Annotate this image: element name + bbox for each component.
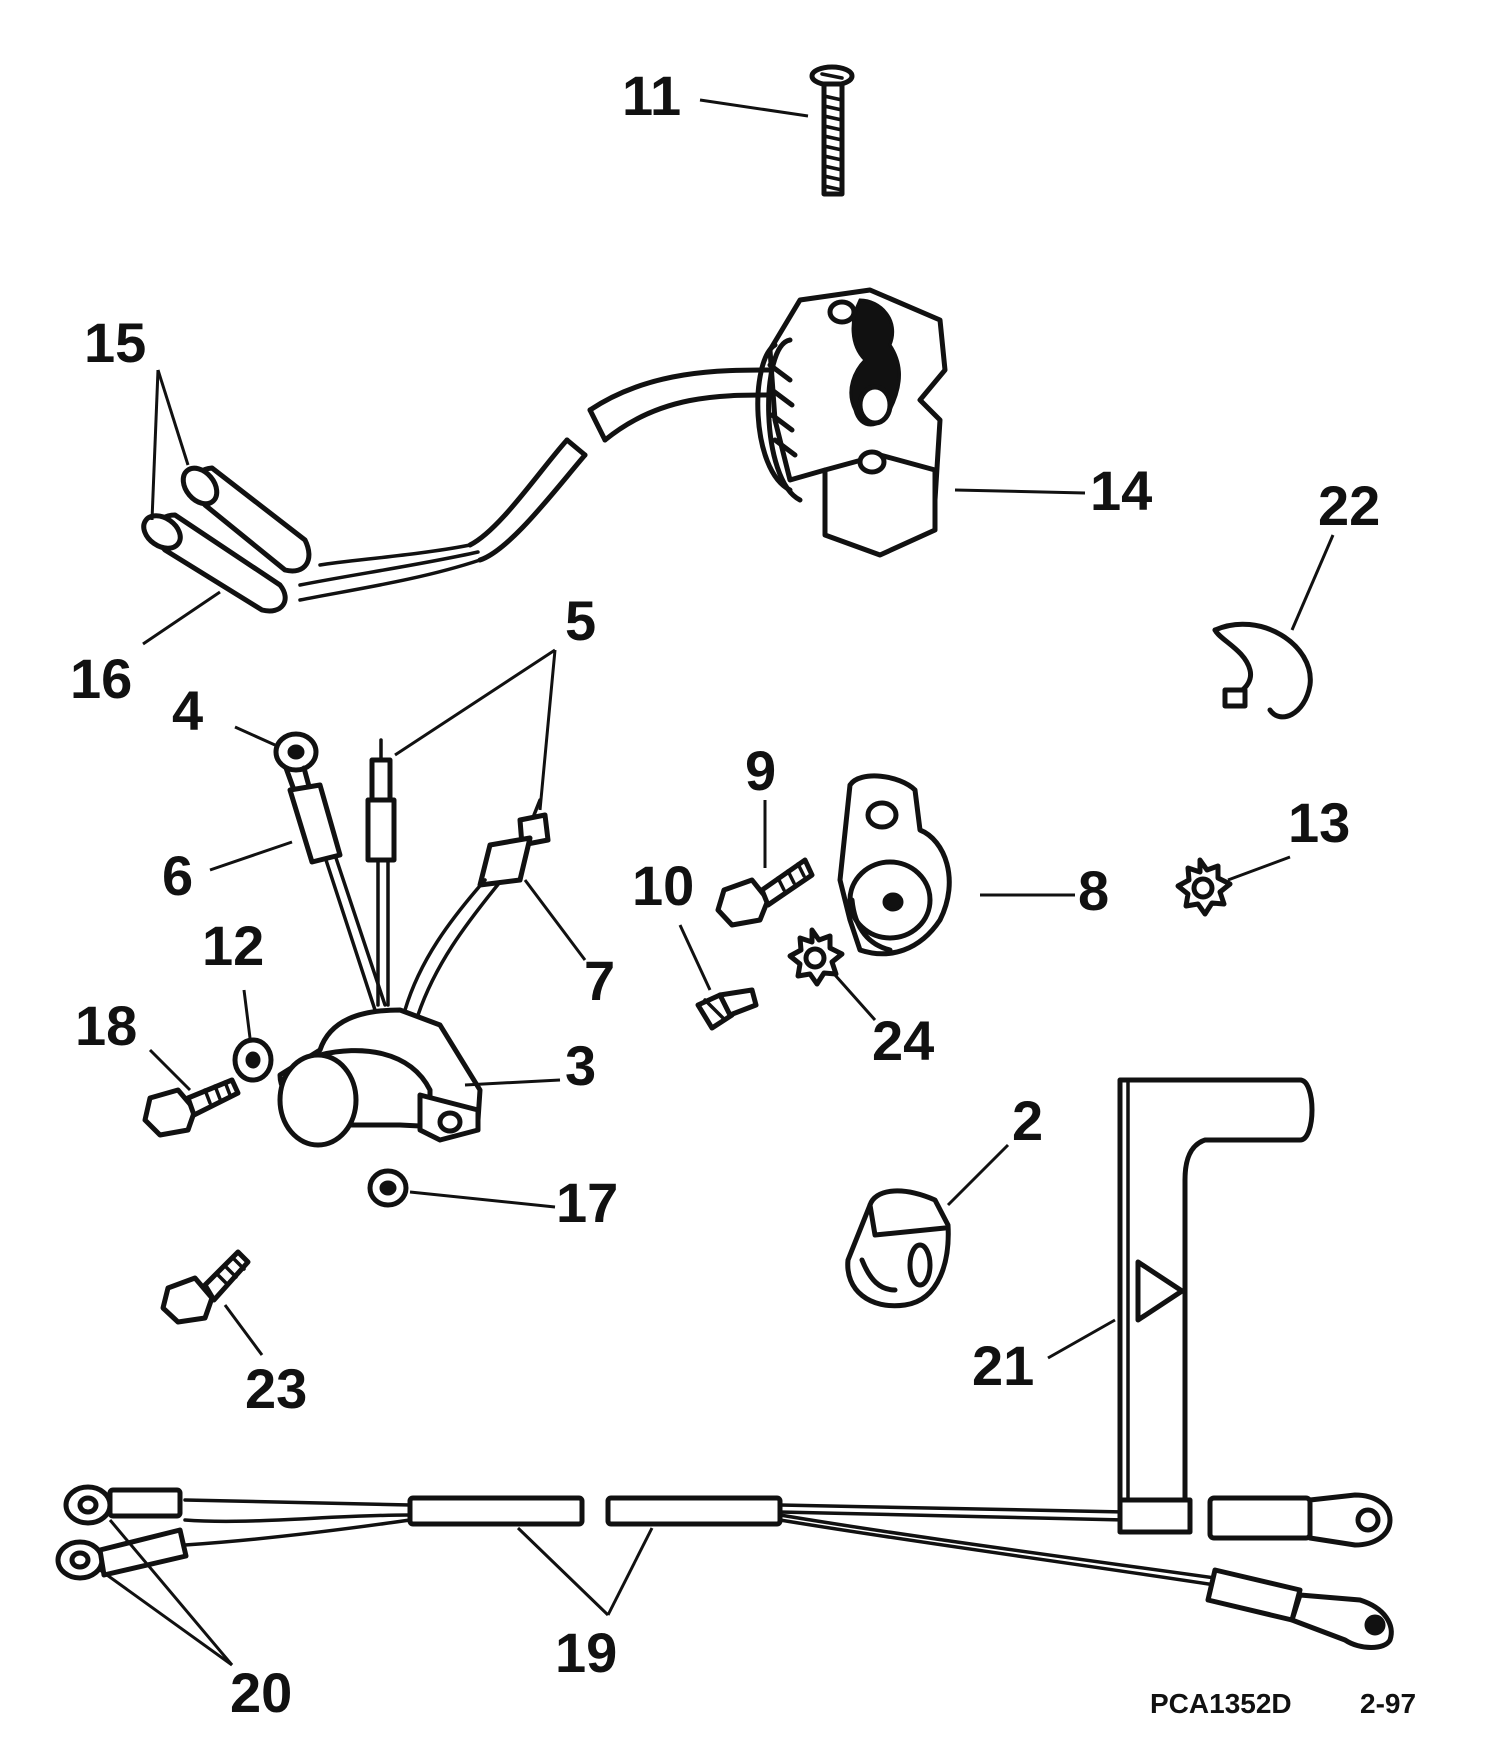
callout-3: 3 <box>565 1034 596 1097</box>
callout-15: 15 <box>84 311 146 374</box>
part-14-coil <box>755 287 948 558</box>
part-4-ring-terminal <box>273 731 319 793</box>
callout-9: 9 <box>745 739 776 802</box>
callout-16: 16 <box>70 647 132 710</box>
part-5-spade-connectors <box>365 738 551 1007</box>
drawing-footer: PCA1352D 2-97 <box>1150 1688 1416 1719</box>
callout-20: 20 <box>230 1661 292 1724</box>
part-9-bolt <box>715 857 815 928</box>
part-18-bolt <box>142 1077 241 1138</box>
callout-13: 13 <box>1288 791 1350 854</box>
callout-6: 6 <box>162 844 193 907</box>
callout-2: 2 <box>1012 1089 1043 1152</box>
callout-14: 14 <box>1090 459 1152 522</box>
part-11-screw <box>809 64 855 197</box>
callout-22: 22 <box>1318 474 1380 537</box>
part-22-clip <box>1212 621 1313 720</box>
part-7-lead <box>403 878 502 1017</box>
part-17-nut <box>367 1168 409 1208</box>
callout-8: 8 <box>1078 859 1109 922</box>
callout-10: 10 <box>632 854 694 917</box>
callout-12: 12 <box>202 914 264 977</box>
callout-24: 24 <box>872 1009 934 1072</box>
part-14-lead <box>298 367 773 602</box>
part-24-star-washer <box>787 927 845 987</box>
callout-11: 11 <box>622 64 681 127</box>
callout-17: 17 <box>556 1171 618 1234</box>
callout-5: 5 <box>565 589 596 652</box>
revision-date: 2-97 <box>1360 1688 1416 1719</box>
leader-lines <box>99 98 1335 1667</box>
callout-18: 18 <box>75 994 137 1057</box>
callout-7: 7 <box>584 949 615 1012</box>
part-23-bolt <box>160 1249 251 1325</box>
callout-labels: 11 15 14 22 16 5 4 9 13 6 10 8 12 7 18 2… <box>70 64 1380 1724</box>
part-21-decal <box>1117 1077 1315 1518</box>
part-8-bracket <box>837 773 952 957</box>
part-3-solenoid <box>277 1007 483 1148</box>
part-10-screw <box>695 987 759 1031</box>
callout-21: 21 <box>972 1334 1034 1397</box>
part-12-washer <box>232 1037 274 1083</box>
part-15-boots <box>141 465 312 614</box>
part-19-harness <box>183 1492 1394 1650</box>
part-20-ring-terminals <box>55 1484 189 1581</box>
part-2-clip <box>845 1188 951 1309</box>
callout-4: 4 <box>172 679 203 742</box>
callout-19: 19 <box>555 1621 617 1684</box>
callout-23: 23 <box>245 1357 307 1420</box>
drawing-code: PCA1352D <box>1150 1688 1292 1719</box>
part-13-star-washer <box>1175 857 1233 917</box>
